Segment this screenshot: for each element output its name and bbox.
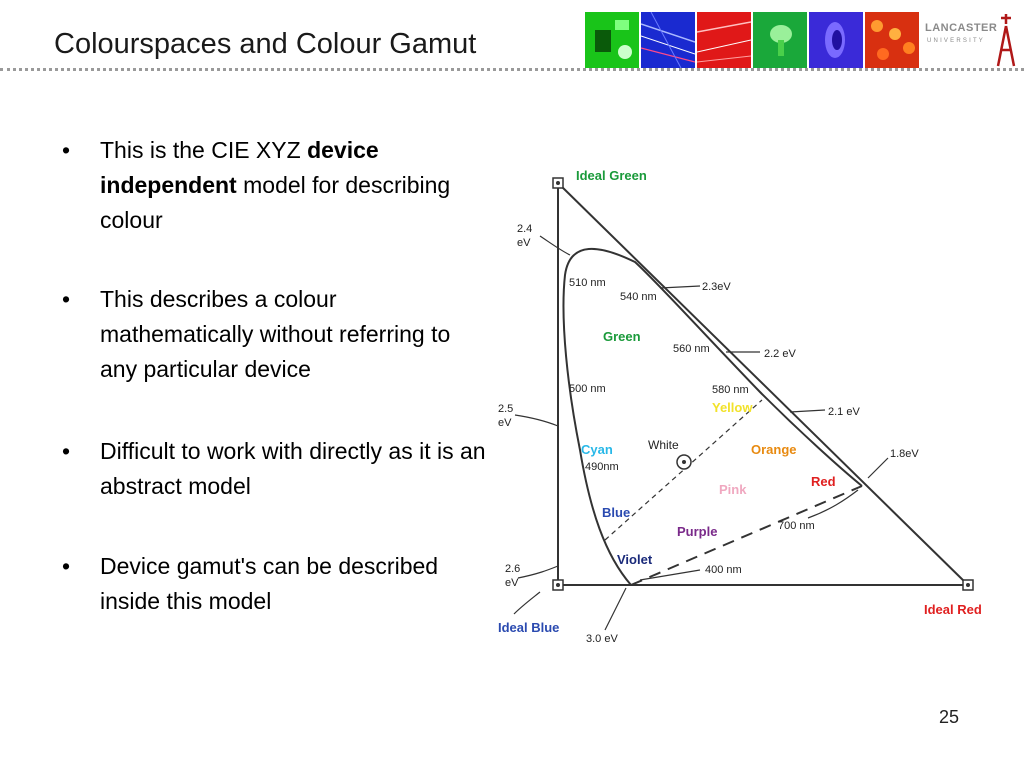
arrow-3-0ev [604, 587, 627, 631]
bullet-item: Device gamut's can be described inside t… [62, 549, 492, 619]
lancaster-university-logo: LANCASTER UNIVERSITY [925, 10, 1020, 70]
logo-emblem-icon [996, 14, 1016, 67]
arrow-2-3ev [659, 285, 701, 289]
ev-3-0-label: 3.0 eV [586, 633, 618, 645]
triangle-edge-hypotenuse [557, 182, 969, 586]
nm-580-label: 580 nm [712, 384, 749, 396]
bullet-item: This is the CIE XYZ device independent m… [62, 133, 492, 238]
logo-subtext: UNIVERSITY [927, 38, 986, 44]
orange-region-label: Orange [751, 442, 797, 457]
nm-500-label: 500 nm [569, 383, 606, 395]
green-circuit-image [585, 12, 639, 68]
ev-2-4-unit: eV [517, 237, 531, 249]
ideal-blue-label: Ideal Blue [498, 620, 559, 635]
green-region-label: Green [603, 329, 641, 344]
arrow-1-8ev [867, 457, 889, 479]
bullet-text-plain: This is the CIE XYZ [100, 137, 308, 163]
white-point-label: White [648, 438, 679, 452]
ideal-blue-dot [556, 583, 560, 587]
cie-chromaticity-diagram: Ideal Green Ideal Blue Ideal Red 2.4 eV … [498, 168, 982, 645]
purple-region-label: Purple [677, 524, 717, 539]
nm-510-label: 510 nm [569, 277, 606, 289]
arrow-700nm [807, 489, 859, 519]
page-number: 25 [939, 707, 960, 727]
nm-400-label: 400 nm [705, 564, 742, 576]
ev-2-6-value: 2.6 [505, 563, 520, 575]
arrow-2-5ev [514, 414, 559, 427]
ideal-green-dot [556, 181, 560, 185]
nm-560-label: 560 nm [673, 343, 710, 355]
red-grid-image [865, 12, 919, 68]
ideal-red-label: Ideal Red [924, 602, 982, 617]
arrow-2-4ev [539, 235, 571, 256]
ev-2-5-value: 2.5 [498, 403, 513, 415]
purple-ear-image [809, 12, 863, 68]
nm-490-label: 490nm [585, 461, 619, 473]
blue-region-label: Blue [602, 505, 630, 520]
nm-540-label: 540 nm [620, 291, 657, 303]
violet-region-label: Violet [617, 552, 653, 567]
red-lines-image [697, 12, 751, 68]
arrow-ideal-blue [513, 591, 541, 615]
bullet-list: This is the CIE XYZ device independent m… [62, 133, 492, 665]
blue-lines-image [641, 12, 695, 68]
arrow-2-6ev [517, 565, 559, 579]
bullet-item: This describes a colour mathematically w… [62, 282, 492, 387]
ev-1-8-label: 1.8eV [890, 448, 919, 460]
bullet-text-plain: model for describing colour [100, 172, 451, 233]
nm-700-label: 700 nm [778, 520, 815, 532]
bullet-item: Difficult to work with directly as it is… [62, 434, 492, 504]
white-point-line [604, 399, 763, 541]
ev-2-1-label: 2.1 eV [828, 406, 860, 418]
ev-2-2-label: 2.2 eV [764, 348, 796, 360]
ev-2-4-value: 2.4 [517, 223, 532, 235]
ev-2-5-unit: eV [498, 417, 512, 429]
red-region-label: Red [811, 474, 836, 489]
arrow-2-1ev [789, 409, 826, 413]
ev-2-6-unit: eV [505, 577, 519, 589]
ideal-green-label: Ideal Green [576, 168, 647, 183]
line-of-purples [630, 485, 863, 586]
bullet-text-bold: device independent [100, 137, 379, 198]
ev-2-3-label: 2.3eV [702, 281, 731, 293]
pink-region-label: Pink [719, 482, 747, 497]
cyan-region-label: Cyan [581, 442, 613, 457]
ideal-red-dot [966, 583, 970, 587]
slide-title: Colourspaces and Colour Gamut [54, 28, 477, 60]
arrow-400nm [639, 569, 701, 581]
green-pin-image [753, 12, 807, 68]
white-point-center [682, 460, 686, 464]
logo-wordmark: LANCASTER [925, 22, 998, 34]
spectral-locus-curve [562, 247, 863, 586]
header-divider [0, 68, 1024, 71]
header-image-strip [585, 12, 919, 68]
yellow-region-label: Yellow [712, 400, 753, 415]
